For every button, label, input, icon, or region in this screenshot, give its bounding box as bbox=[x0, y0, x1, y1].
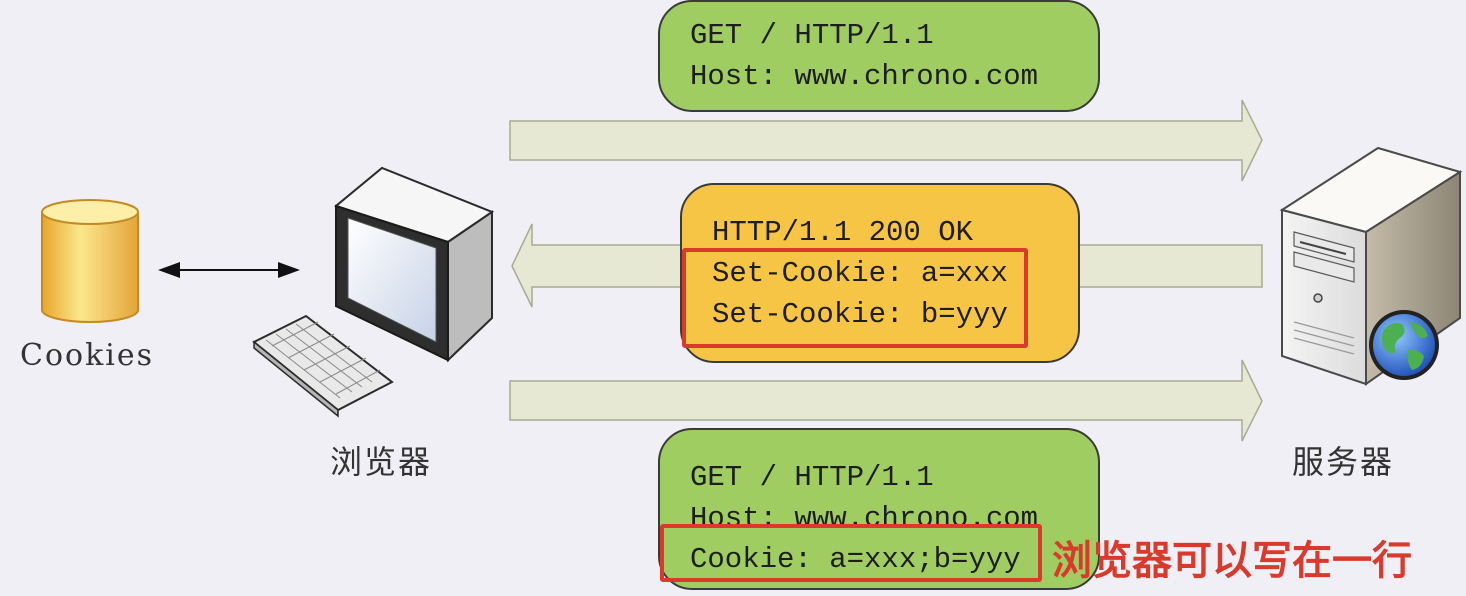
set-cookie-header-b: Set-Cookie: b=yyy bbox=[712, 298, 1008, 331]
host-header: Host: www.chrono.com bbox=[690, 502, 1039, 535]
status-line: HTTP/1.1 200 OK bbox=[712, 216, 974, 249]
request-arrow-top bbox=[509, 99, 1263, 182]
browser-label: 浏览器 bbox=[330, 443, 433, 481]
cookie-highlight bbox=[660, 524, 1042, 582]
set-cookie-highlight bbox=[682, 248, 1028, 348]
initial-request-box: GET / HTTP/1.1 Host: www.chrono.com bbox=[658, 0, 1100, 112]
cookie-sync-arrow bbox=[158, 262, 300, 278]
request-arrow-bottom bbox=[509, 359, 1263, 442]
request-line: GET / HTTP/1.1 bbox=[690, 461, 934, 494]
host-header: Host: www.chrono.com bbox=[690, 60, 1039, 93]
cookies-label: Cookies bbox=[20, 338, 154, 373]
set-cookie-header-a: Set-Cookie: a=xxx bbox=[712, 257, 1008, 290]
cookie-header: Cookie: a=xxx;b=yyy bbox=[690, 543, 1021, 576]
request-line: GET / HTTP/1.1 bbox=[690, 19, 934, 52]
server-label: 服务器 bbox=[1292, 443, 1395, 481]
cookie-request-box: GET / HTTP/1.1 Host: www.chrono.com Cook… bbox=[658, 428, 1100, 590]
response-box: HTTP/1.1 200 OK Set-Cookie: a=xxx Set-Co… bbox=[680, 183, 1080, 363]
annotation-note: 浏览器可以写在一行 bbox=[1052, 538, 1412, 584]
